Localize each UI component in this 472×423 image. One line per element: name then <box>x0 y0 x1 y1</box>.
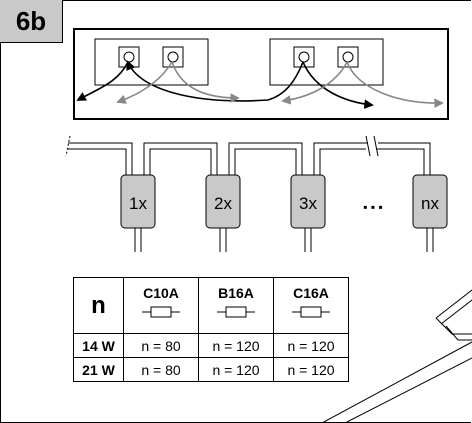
table-cell: n = 120 <box>198 333 274 358</box>
fixture-1: 1x <box>120 174 156 252</box>
fixture-label-1: 1x <box>129 194 147 213</box>
fuse-icon <box>292 306 330 318</box>
figure-label: 6b <box>0 0 63 43</box>
fuse-icon <box>142 306 180 318</box>
fixture-3: 3x <box>290 174 326 252</box>
table-cell: n = 80 <box>123 333 199 358</box>
luminaire-outline <box>321 289 472 423</box>
table-column-header: C16A <box>273 277 349 334</box>
table-column-header: B16A <box>198 277 274 334</box>
fixture-label-n: nx <box>421 194 439 213</box>
through-wiring-box <box>73 28 449 120</box>
fixture-2: 2x <box>205 174 241 252</box>
fixture-n: nx <box>412 174 448 252</box>
fixture-label-2: 2x <box>214 194 232 213</box>
table-cell: n = 120 <box>273 357 349 382</box>
fixture-chain: 1x 2x 3x ▪ ▪ ▪ nx <box>65 135 448 252</box>
table-header-n: n <box>73 277 124 334</box>
row-label: 14 W <box>73 333 124 358</box>
table-column-header: C10A <box>123 277 199 334</box>
table-cell: n = 120 <box>273 333 349 358</box>
fuse-icon <box>217 306 255 318</box>
table-cell: n = 80 <box>123 357 199 382</box>
terminal-icon <box>337 46 359 68</box>
fixture-label-3: 3x <box>299 194 317 213</box>
table-row: 21 W n = 80 n = 120 n = 120 <box>73 357 349 382</box>
row-label: 21 W <box>73 357 124 382</box>
fuse-capacity-table: n C10A B16A C16A 14 W n = 80 n = 120 <box>73 277 349 382</box>
table-cell: n = 120 <box>198 357 274 382</box>
table-row: 14 W n = 80 n = 120 n = 120 <box>73 333 349 358</box>
terminal-icon <box>293 46 315 68</box>
ellipsis: ▪ ▪ ▪ <box>363 200 382 214</box>
terminal-icon <box>162 46 184 68</box>
